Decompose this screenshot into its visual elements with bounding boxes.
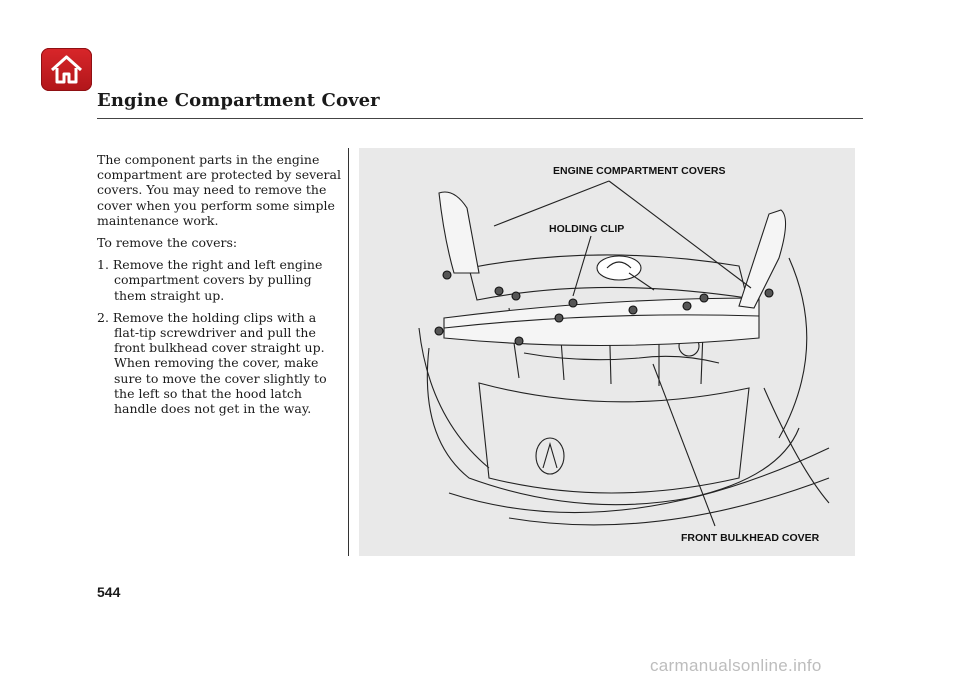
step-1: 1. Remove the right and left engine comp… xyxy=(97,257,323,303)
leader-engine-covers-right xyxy=(608,180,752,289)
leader-holding-clip xyxy=(572,235,592,297)
label-bulkhead-cover: FRONT BULKHEAD COVER xyxy=(681,532,820,544)
home-icon xyxy=(50,55,83,84)
holding-clips xyxy=(434,270,774,346)
title-rule xyxy=(97,118,863,119)
leader-engine-covers-left xyxy=(493,180,610,227)
leader-bulkhead xyxy=(652,363,716,527)
watermark: carmanualsonline.info xyxy=(650,656,822,675)
to-remove-heading: To remove the covers: xyxy=(97,235,238,251)
logo xyxy=(535,437,565,475)
car-body xyxy=(426,347,800,506)
left-engine-cover xyxy=(438,191,480,274)
label-engine-covers: ENGINE COMPARTMENT COVERS xyxy=(553,165,725,177)
instructions: The component parts in the engine compar… xyxy=(97,152,342,423)
page-number: 544 xyxy=(97,584,121,600)
home-button[interactable] xyxy=(41,48,92,91)
bulkhead-cover xyxy=(443,297,760,347)
steps-list: 1. Remove the right and left engine comp… xyxy=(97,257,342,416)
label-holding-clip: HOLDING CLIP xyxy=(549,223,624,235)
right-engine-cover xyxy=(738,209,787,309)
grille xyxy=(478,382,750,494)
step-2: 2. Remove the holding clips with a flat-… xyxy=(97,309,327,417)
intro-paragraph: The component parts in the engine compar… xyxy=(97,152,341,228)
engine-cover-illustration: ENGINE COMPARTMENT COVERS HOLDING CLIP F… xyxy=(359,148,855,556)
illustration-drawing: ENGINE COMPARTMENT COVERS HOLDING CLIP F… xyxy=(418,165,830,544)
column-divider xyxy=(348,148,349,556)
page-title: Engine Compartment Cover xyxy=(97,90,380,111)
